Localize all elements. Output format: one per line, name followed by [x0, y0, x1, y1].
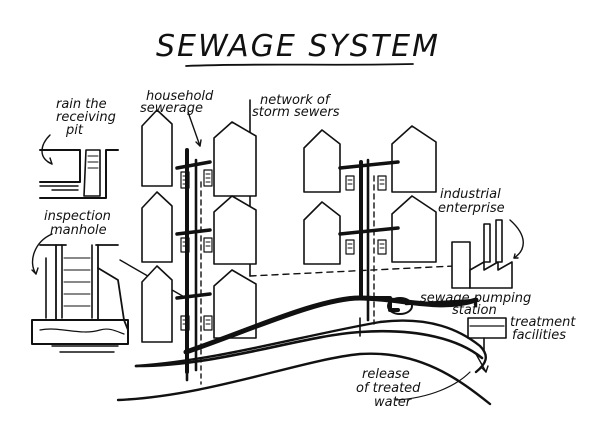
diagram-title: SEWAGE SYSTEM: [156, 29, 440, 64]
house: [303, 201, 341, 265]
label-treated-water: release of treated water: [356, 367, 425, 410]
inspection-manhole: [31, 244, 129, 353]
label-storm-sewers: network of storm sewers: [252, 93, 340, 120]
industry-arrow-head: [513, 253, 519, 259]
label-receiving-pit: rain the receiving pit: [56, 97, 120, 138]
house: [213, 195, 257, 265]
pumping-station-icon: [387, 297, 413, 315]
river-edge-upper: [134, 329, 484, 368]
house-cluster-left: [141, 109, 257, 343]
label-household-sewerage: household sewerage: [140, 89, 217, 116]
treated-water-pointer: [395, 371, 471, 401]
household-arrow-head: [195, 139, 202, 147]
household-arrow: [187, 111, 201, 147]
receiving-pit: [39, 149, 119, 199]
house: [391, 125, 437, 193]
main-sewer-pipe: [183, 295, 479, 355]
house: [213, 121, 257, 197]
pit-arrow-head: [47, 157, 53, 165]
house: [213, 269, 257, 339]
treated-outfall: [475, 353, 487, 373]
label-industrial-enterprise: industrial enterprise: [438, 187, 505, 216]
title-underline: [185, 63, 414, 67]
storm-pipes: [338, 158, 400, 325]
house: [303, 129, 341, 193]
household-pipes: [175, 148, 213, 374]
river-edge-lower: [116, 352, 492, 406]
river-bank-top: [134, 319, 487, 374]
industry-arrow: [509, 219, 524, 259]
label-treatment-facilities: treatment facilities: [510, 315, 580, 343]
manhole-arrow-head: [31, 267, 39, 275]
label-inspection-manhole: inspection manhole: [44, 209, 115, 238]
house: [141, 109, 173, 187]
industrial-drain: [249, 265, 455, 277]
label-pumping-station: sewage pumping station: [420, 291, 535, 318]
treatment-facilities: [467, 317, 507, 351]
house: [391, 195, 437, 263]
house-cluster-right: [303, 125, 437, 265]
manhole-arrow: [31, 233, 53, 275]
industrial-enterprise: [451, 219, 513, 289]
house: [141, 265, 173, 343]
house: [141, 191, 173, 263]
treated-outfall-head: [481, 365, 489, 373]
